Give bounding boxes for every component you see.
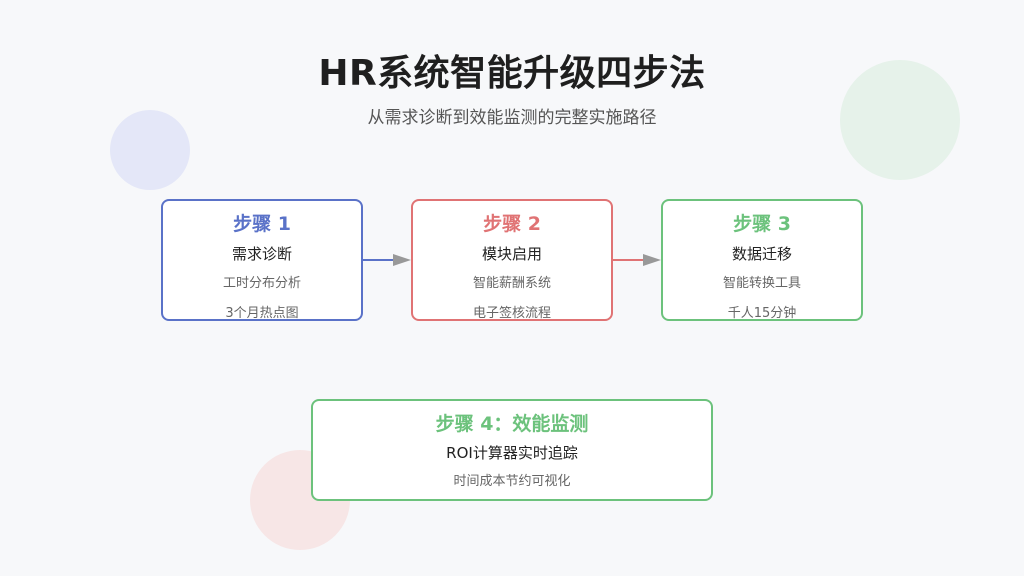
step-3-name: 数据迁移: [731, 245, 792, 263]
step-1-detail-1: 工时分布分析: [222, 276, 301, 291]
page-subtitle: 从需求诊断到效能监测的完整实施路径: [367, 108, 657, 128]
step-card-2: 步骤 2 模块启用 智能薪酬系统 电子签核流程: [411, 199, 613, 321]
step-2-detail-2: 电子签核流程: [472, 306, 551, 321]
step-1-name: 需求诊断: [231, 245, 292, 263]
step-2-detail-1: 智能薪酬系统: [472, 276, 551, 291]
step-3-detail-2: 千人15分钟: [727, 306, 797, 321]
step-2-name: 模块启用: [481, 245, 542, 263]
step-3-detail-1: 智能转换工具: [722, 276, 801, 291]
step-1-title: 步骤 1: [233, 213, 291, 235]
step-card-1: 步骤 1 需求诊断 工时分布分析 3个月热点图: [161, 199, 363, 321]
decorative-circle-blue: [110, 110, 190, 190]
decorative-circle-green: [840, 60, 960, 180]
arrowhead: [393, 254, 411, 266]
step-1-detail-2: 3个月热点图: [225, 306, 299, 321]
page-title: HR系统智能升级四步法: [318, 53, 706, 94]
step-4-name: ROI计算器实时追踪: [446, 444, 578, 462]
step-4-title: 步骤 4：效能监测: [435, 413, 589, 435]
step-card-4: 步骤 4：效能监测 ROI计算器实时追踪 时间成本节约可视化: [311, 399, 713, 501]
step-4-detail-1: 时间成本节约可视化: [453, 474, 571, 489]
arrowhead: [643, 254, 661, 266]
step-3-title: 步骤 3: [733, 213, 791, 235]
arrow-step-1-to-2: [363, 254, 411, 266]
arrow-step-2-to-3: [613, 254, 661, 266]
step-card-3: 步骤 3 数据迁移 智能转换工具 千人15分钟: [661, 199, 863, 321]
step-2-title: 步骤 2: [483, 213, 541, 235]
